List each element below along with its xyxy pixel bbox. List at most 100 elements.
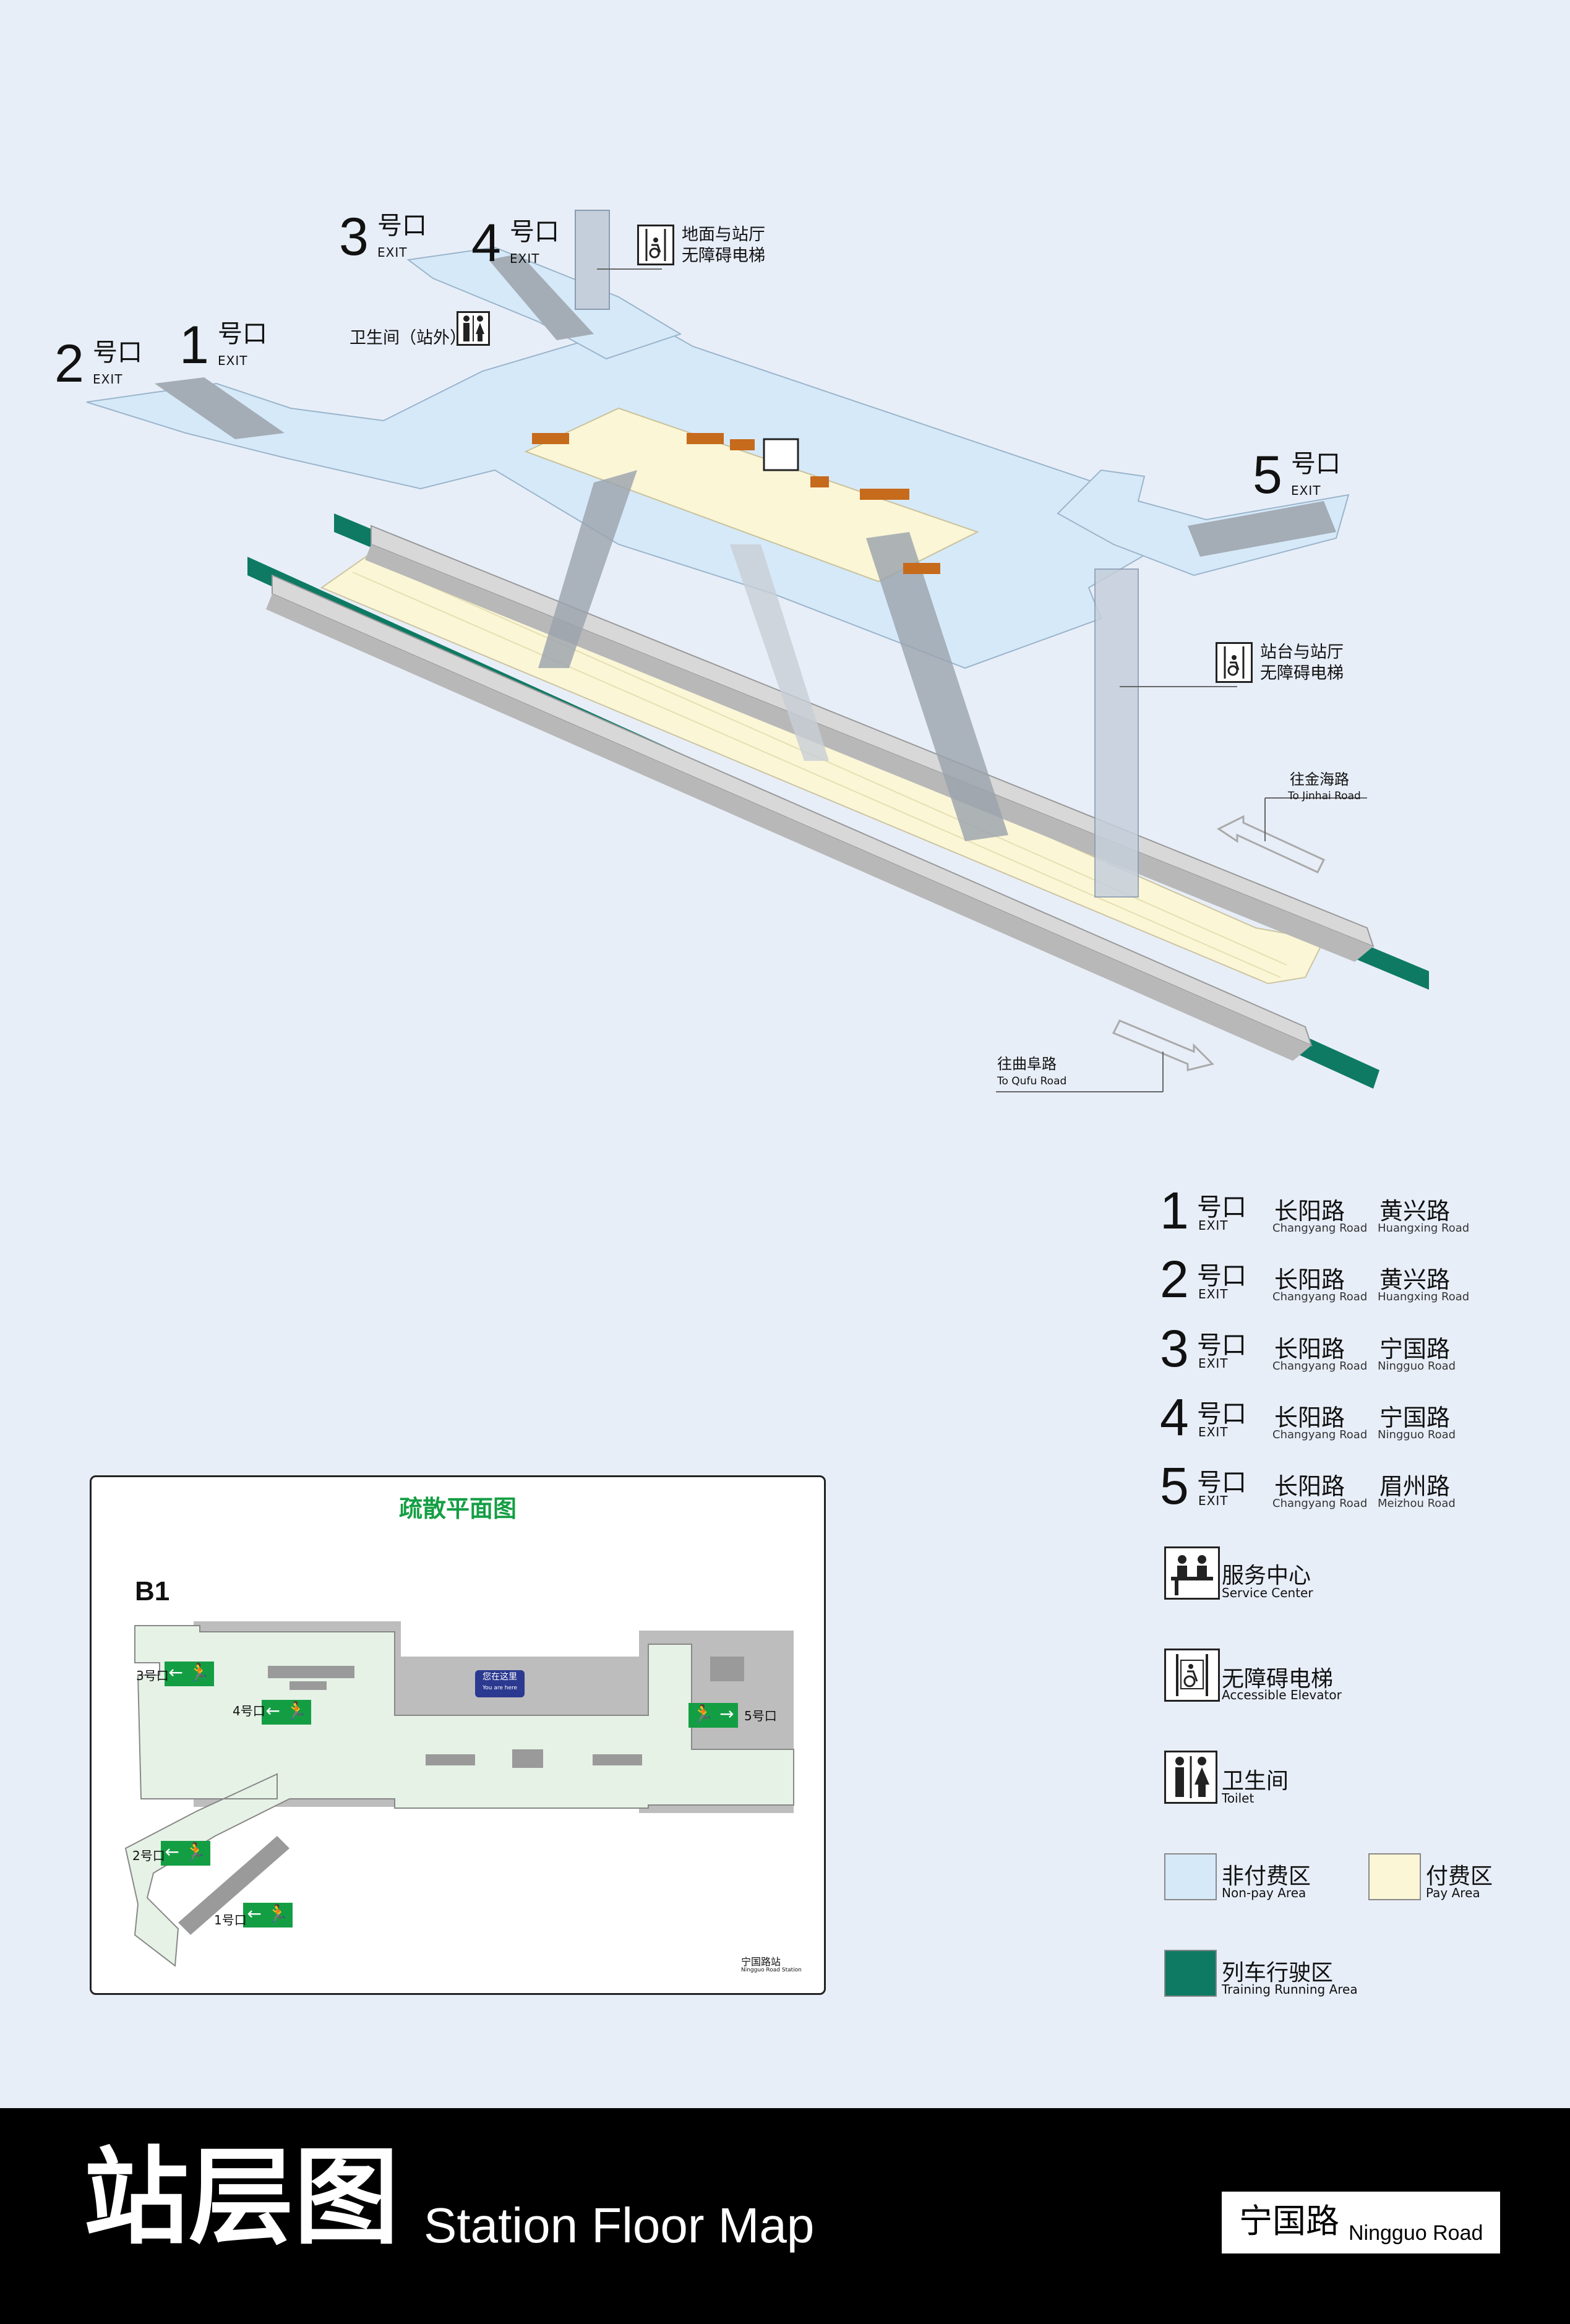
map-exit-3-number: 3 xyxy=(339,207,369,267)
concourse-right-arm xyxy=(1057,469,1350,577)
you-are-here-en: You are here xyxy=(482,1685,518,1691)
accessible-elevator-icon xyxy=(1164,1649,1220,1702)
escalator-platform-1 xyxy=(538,470,637,668)
legend-exit-5: 5 号口 EXIT 长阳路 Changyang Road 眉州路 Meizhou… xyxy=(1160,1460,1506,1516)
ground-elevator-label-2: 无障碍电梯 xyxy=(682,246,765,265)
pay-swatch xyxy=(1368,1853,1421,1900)
footer-station-en: Ningguo Road xyxy=(1349,2221,1483,2245)
train-lower xyxy=(266,574,1313,1061)
legend-elevator-cn: 无障碍电梯 xyxy=(1222,1666,1334,1692)
legend-exit-1-road1-en: Changyang Road xyxy=(1272,1222,1368,1235)
running-man-icon: 🏃 xyxy=(280,1700,307,1721)
legend-toilet-en: Toilet xyxy=(1222,1791,1255,1806)
map-exit-4-number: 4 xyxy=(471,213,501,273)
legend-exit-2-number: 2 xyxy=(1160,1250,1189,1308)
legend-exit-3-road1-cn: 长阳路 xyxy=(1274,1336,1345,1363)
escalator-platform-2 xyxy=(730,544,829,761)
legend-exit-5-number: 5 xyxy=(1160,1457,1189,1515)
map-exit-4-exit: EXIT xyxy=(510,251,540,266)
evac-exit-3-sign: ← 🏃 xyxy=(165,1662,214,1686)
legend-pay-en: Pay Area xyxy=(1426,1885,1480,1900)
legend-exit-1-road2-cn: 黄兴路 xyxy=(1379,1198,1451,1225)
legend-exit-2-road1-en: Changyang Road xyxy=(1272,1290,1368,1303)
to-jinhai-cn: 往金海路 xyxy=(1290,771,1349,788)
legend-exit-2-hao: 号口 xyxy=(1197,1262,1246,1290)
legend-exit-4-road1-en: Changyang Road xyxy=(1272,1428,1368,1441)
platform-elevator-label-2: 无障碍电梯 xyxy=(1260,664,1344,683)
legend-exit-5-road1-en: Changyang Road xyxy=(1272,1497,1368,1510)
platform-elevator-icon xyxy=(1216,642,1253,683)
legend-exit-4-road2-cn: 宁国路 xyxy=(1379,1404,1451,1431)
map-exit-5-hao: 号口 xyxy=(1291,450,1341,478)
elevator-shaft-platform xyxy=(1094,568,1139,898)
escalator-exit-4 xyxy=(489,254,594,340)
legend-exit-4-road2-en: Ningguo Road xyxy=(1378,1428,1456,1441)
legend-exit-3-road2-en: Ningguo Road xyxy=(1378,1360,1456,1373)
map-exit-5-number: 5 xyxy=(1253,445,1282,505)
legend-exit-1-road1-cn: 长阳路 xyxy=(1274,1198,1345,1225)
ground-elevator-icon xyxy=(637,225,674,265)
evac-exit-1-sign: ← 🏃 xyxy=(243,1903,293,1927)
map-exit-2-exit: EXIT xyxy=(93,372,123,387)
service-center-icon xyxy=(1164,1546,1220,1600)
legend-exit-4-road1-cn: 长阳路 xyxy=(1274,1404,1345,1431)
evac-exit-2-sign: ← 🏃 xyxy=(161,1841,210,1866)
legend-exit-4-hao: 号口 xyxy=(1197,1400,1246,1428)
legend-exit-5-exit: EXIT xyxy=(1198,1493,1229,1508)
evac-exit-4-sign: ← 🏃 xyxy=(262,1700,311,1725)
legend-pay-cn: 付费区 xyxy=(1426,1864,1493,1889)
legend-train-cn: 列车行驶区 xyxy=(1222,1960,1334,1986)
evac-exit-1-label: 1号口 xyxy=(214,1913,247,1927)
legend-exit-1-road2-en: Huangxing Road xyxy=(1378,1222,1470,1235)
evac-exit-5-label: 5号口 xyxy=(744,1709,777,1723)
map-exit-1-number: 1 xyxy=(179,315,209,375)
map-exit-3: 3 号口 EXIT xyxy=(339,207,427,267)
arrow-right-icon: → xyxy=(719,1704,734,1724)
map-exit-1-exit: EXIT xyxy=(218,353,248,368)
map-exit-2-number: 2 xyxy=(54,334,84,393)
evac-station-cn: 宁国路站 xyxy=(741,1956,781,1968)
footer-bar: 站层图 Station Floor Map 宁国路 Ningguo Road xyxy=(0,2108,1570,2324)
legend-service-cn: 服务中心 xyxy=(1222,1563,1311,1589)
map-exit-4: 4 号口 EXIT xyxy=(471,217,559,270)
legend-nonpay-en: Non-pay Area xyxy=(1222,1885,1306,1900)
service-center-marker xyxy=(763,438,799,471)
arrow-left-icon: ← xyxy=(247,1903,262,1924)
platform-elevator-label-1: 站台与站厅 xyxy=(1260,643,1344,662)
map-exit-3-exit: EXIT xyxy=(377,245,408,260)
legend-toilet-cn: 卫生间 xyxy=(1222,1769,1289,1794)
ground-elevator-label-1: 地面与站厅 xyxy=(682,225,765,244)
legend-exit-4-exit: EXIT xyxy=(1198,1425,1229,1439)
map-exit-4-hao: 号口 xyxy=(510,218,559,246)
running-man-icon: 🏃 xyxy=(179,1842,207,1862)
legend-exit-2-road2-en: Huangxing Road xyxy=(1378,1290,1470,1303)
elevator-shaft-ground xyxy=(575,210,610,310)
legend-train-en: Training Running Area xyxy=(1222,1982,1358,1997)
map-exit-2-hao: 号口 xyxy=(93,338,142,367)
legend-exit-5-road2-en: Meizhou Road xyxy=(1378,1497,1456,1510)
station-3d-map xyxy=(86,210,1429,1092)
arrow-left-icon: ← xyxy=(265,1700,280,1721)
to-qufu-en: To Qufu Road xyxy=(997,1075,1067,1087)
running-man-icon: 🏃 xyxy=(261,1903,289,1924)
legend-exit-4: 4 号口 EXIT 长阳路 Changyang Road 宁国路 Ningguo… xyxy=(1160,1391,1506,1447)
map-exit-2: 2 号口 EXIT xyxy=(54,334,142,393)
evacuation-floor-plan xyxy=(124,1621,794,1967)
legend-exit-3-road1-en: Changyang Road xyxy=(1272,1360,1368,1373)
map-exit-3-hao: 号口 xyxy=(377,212,427,240)
map-exit-1-hao: 号口 xyxy=(218,320,267,348)
evac-station-en: Ningguo Road Station xyxy=(741,1967,802,1973)
arrow-to-jinhai xyxy=(1217,815,1326,873)
legend-nonpay-cn: 非付费区 xyxy=(1222,1864,1311,1889)
map-exit-5-exit: EXIT xyxy=(1291,483,1321,498)
legend-exit-1-hao: 号口 xyxy=(1197,1193,1246,1222)
to-qufu-cn: 往曲阜路 xyxy=(997,1055,1057,1073)
legend-service-en: Service Center xyxy=(1222,1585,1313,1600)
legend-exit-3-number: 3 xyxy=(1160,1319,1189,1378)
legend-exit-3-road2-cn: 宁国路 xyxy=(1379,1336,1451,1363)
fare-gates xyxy=(532,433,940,574)
running-man-icon: 🏃 xyxy=(692,1704,720,1724)
you-are-here-cn: 您在这里 xyxy=(483,1672,517,1682)
escalator-platform-3 xyxy=(866,532,1008,841)
legend-exit-5-road1-cn: 长阳路 xyxy=(1274,1473,1345,1500)
